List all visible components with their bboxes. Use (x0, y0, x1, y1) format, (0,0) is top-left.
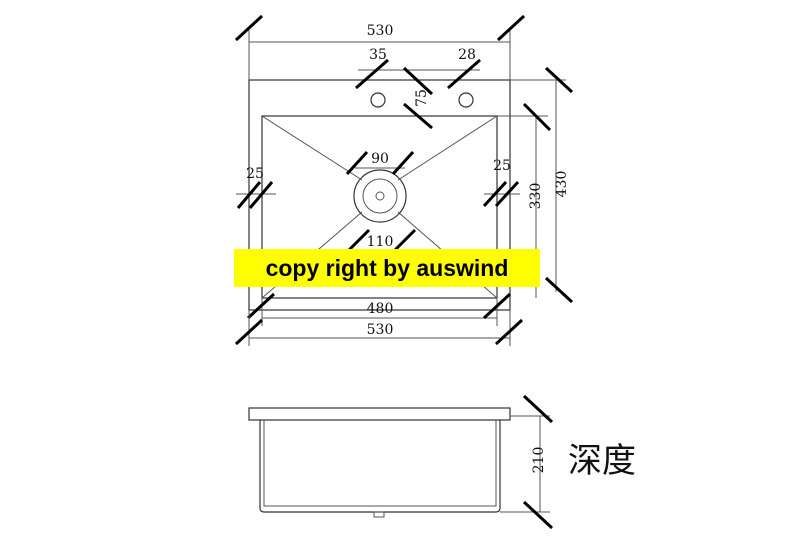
dim-tap-hole-right: 28 (458, 47, 476, 63)
dim-tick (345, 228, 371, 254)
drain-outer-ring (353, 169, 407, 223)
dim-tick (494, 318, 524, 346)
dim-tick (246, 292, 276, 320)
dim-tick (345, 150, 369, 176)
dim-overall-width-bottom: 530 (367, 322, 394, 338)
dim-drain-diameter: 90 (371, 151, 389, 167)
dim-tick (447, 58, 481, 90)
dim-tick (248, 181, 274, 209)
dim-tick (236, 181, 262, 209)
dim-overall-width-top: 530 (367, 23, 394, 39)
top-view: 530 35 28 75 90 25 25 330 (234, 14, 574, 346)
dim-tick (391, 150, 415, 176)
dim-tap-hole-offset: 75 (414, 89, 430, 107)
dim-tick (522, 394, 554, 424)
dim-tick (522, 102, 552, 132)
dim-tick (544, 66, 574, 94)
tap-hole-right (458, 92, 474, 108)
dim-inner-width: 480 (367, 301, 394, 317)
drain-hole (375, 191, 385, 201)
dim-tick (234, 318, 264, 346)
dim-depth-value: 210 (531, 447, 547, 474)
dim-tick (482, 180, 508, 208)
dim-tick (403, 102, 433, 130)
bowl-slope-line (261, 115, 363, 181)
bowl-slope-line (397, 115, 498, 181)
drain-mid-ring (362, 178, 398, 214)
dim-drain-outer: 110 (367, 234, 394, 250)
tap-hole-left (370, 92, 386, 108)
dim-side-margin-right: 25 (493, 158, 511, 174)
dim-side-margin-left: 25 (246, 166, 264, 182)
side-view: 210 深度 (248, 394, 636, 530)
side-rim (248, 407, 511, 421)
dim-tick (522, 500, 554, 530)
side-bowl-inner (263, 420, 497, 507)
dim-tick (391, 228, 417, 254)
dim-tick (544, 276, 574, 304)
copyright-watermark: copy right by auswind (234, 249, 540, 287)
dim-tick (494, 180, 520, 208)
dim-tick (234, 14, 264, 42)
side-bowl-outline (259, 420, 501, 513)
dim-overall-depth: 430 (554, 171, 570, 198)
dim-bowl-depth: 330 (528, 183, 544, 210)
dim-tick (402, 66, 434, 96)
dim-tick (355, 58, 389, 90)
dim-tick (496, 14, 526, 42)
bowl-inner-outline (261, 115, 498, 299)
dim-tick (482, 292, 512, 320)
depth-label: 深度 (568, 441, 636, 481)
dim-tap-hole-left: 35 (369, 47, 387, 63)
side-drain-stub (373, 511, 385, 518)
